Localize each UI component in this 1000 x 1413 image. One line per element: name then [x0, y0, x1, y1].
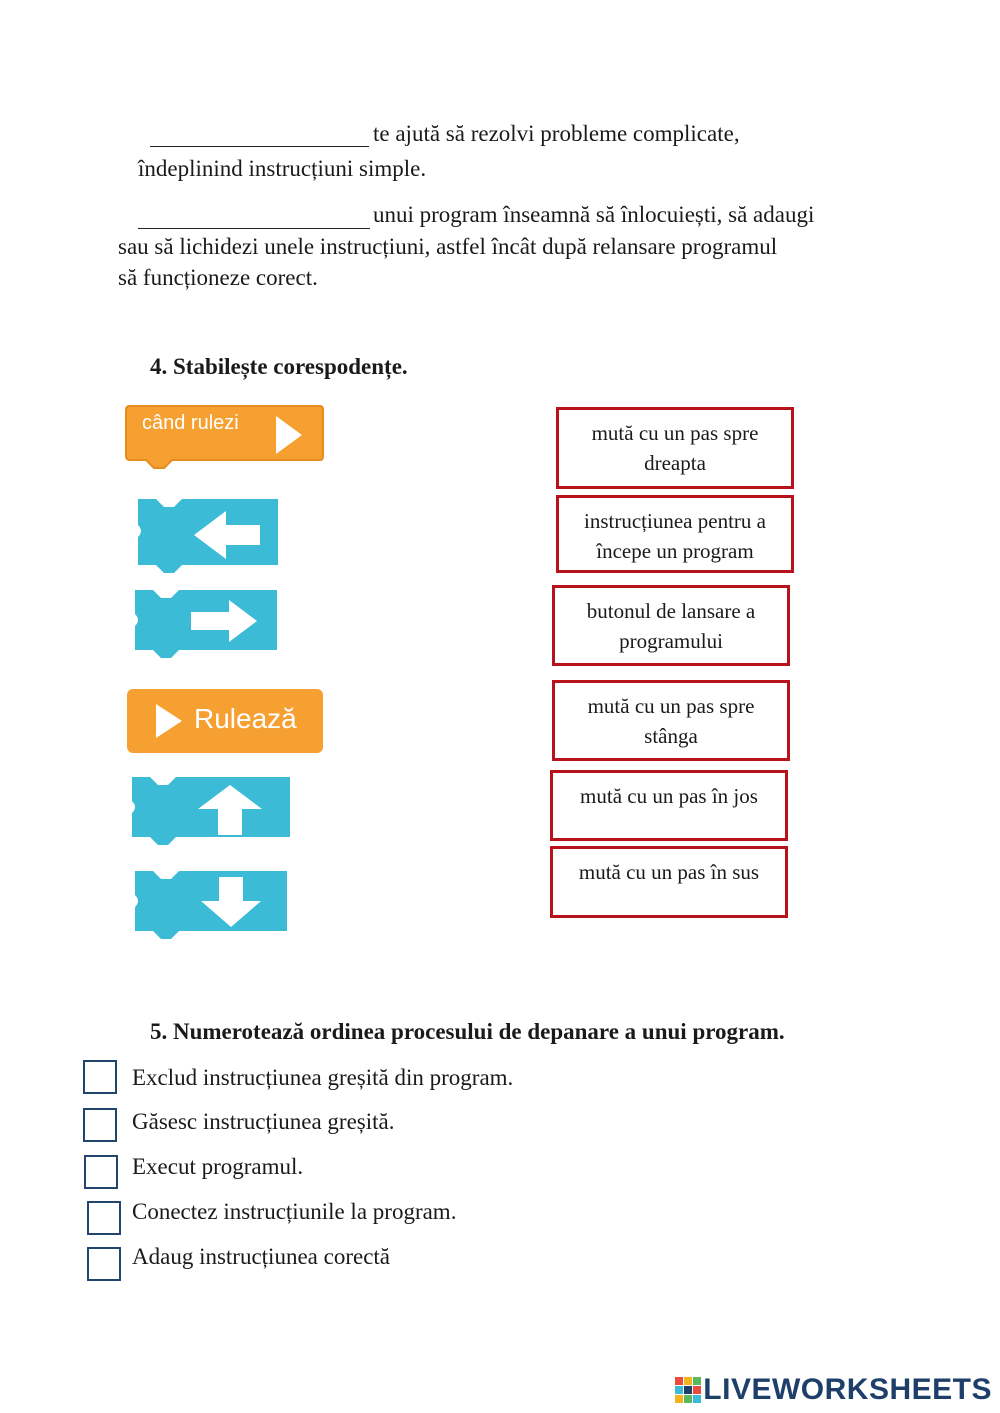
- left-arrow-icon: [194, 511, 260, 559]
- blank-input-2[interactable]: [138, 202, 370, 229]
- start-block-label: când rulezi: [142, 412, 239, 434]
- up-arrow-icon: [198, 785, 262, 835]
- order-checkbox-1[interactable]: [83, 1060, 117, 1094]
- option-3-line1: butonul de lansare a: [586, 599, 756, 623]
- option-1-line2: dreapta: [644, 451, 706, 475]
- text-line-1: te ajută să rezolvi probleme complicate,: [373, 121, 740, 146]
- order-checkbox-2[interactable]: [83, 1108, 117, 1142]
- order-item-4: Conectez instrucțiunile la program.: [132, 1199, 457, 1224]
- logo-grid-icon: [675, 1377, 702, 1403]
- start-block[interactable]: când rulezi: [124, 404, 324, 470]
- option-2-line2: începe un program: [596, 539, 754, 563]
- logo-text: LIVEWORKSHEETS: [703, 1373, 992, 1406]
- text-line-3: unui program înseamnă să înlocuiești, să…: [373, 202, 815, 227]
- order-checkbox-5[interactable]: [87, 1247, 121, 1281]
- move-left-block[interactable]: [136, 497, 280, 575]
- option-box-4[interactable]: mută cu un pas spre stânga: [552, 680, 790, 761]
- text-line-4: sau să lichidezi unele instrucțiuni, ast…: [118, 234, 778, 259]
- text-line-5: să funcționeze corect.: [118, 265, 318, 290]
- option-box-2[interactable]: instrucțiunea pentru a începe un program: [556, 495, 794, 573]
- option-1-line1: mută cu un pas spre: [591, 421, 759, 445]
- order-item-5: Adaug instrucțiunea corectă: [132, 1244, 390, 1269]
- move-up-block[interactable]: [130, 775, 292, 847]
- move-right-block[interactable]: [133, 588, 279, 660]
- move-down-block[interactable]: [133, 869, 289, 941]
- section-4-title: 4. Stabilește corespodențe.: [150, 354, 408, 379]
- order-checkbox-3[interactable]: [84, 1155, 118, 1189]
- option-box-3[interactable]: butonul de lansare a programului: [552, 585, 790, 666]
- option-5-line1: mută cu un pas în jos: [580, 784, 758, 808]
- right-arrow-icon: [191, 600, 257, 642]
- run-button-label: Rulează: [194, 703, 297, 734]
- option-6-line1: mută cu un pas în sus: [578, 860, 760, 884]
- option-2-line1: instrucțiunea pentru a: [584, 509, 766, 533]
- option-4-line1: mută cu un pas spre: [587, 694, 755, 718]
- liveworksheets-logo: LIVEWORKSHEETS: [675, 1373, 992, 1407]
- order-item-2: Găsesc instrucțiunea greșită.: [132, 1109, 395, 1134]
- text-line-2: îndeplinind instrucțiuni simple.: [138, 156, 427, 181]
- down-arrow-icon: [201, 877, 261, 927]
- order-item-3: Execut programul.: [132, 1154, 304, 1179]
- option-box-5[interactable]: mută cu un pas în jos: [550, 770, 788, 841]
- blank-input-1[interactable]: [150, 120, 369, 147]
- order-item-1: Exclud instrucțiunea greșită din program…: [132, 1065, 514, 1090]
- option-4-line2: stânga: [644, 724, 698, 748]
- option-box-1[interactable]: mută cu un pas spre dreapta: [556, 407, 794, 489]
- section-5-title: 5. Numerotează ordinea procesului de dep…: [150, 1019, 785, 1044]
- option-3-line2: programului: [619, 629, 723, 653]
- option-box-6[interactable]: mută cu un pas în sus: [550, 846, 788, 918]
- run-button-block[interactable]: Rulează: [126, 688, 326, 756]
- order-checkbox-4[interactable]: [87, 1201, 121, 1235]
